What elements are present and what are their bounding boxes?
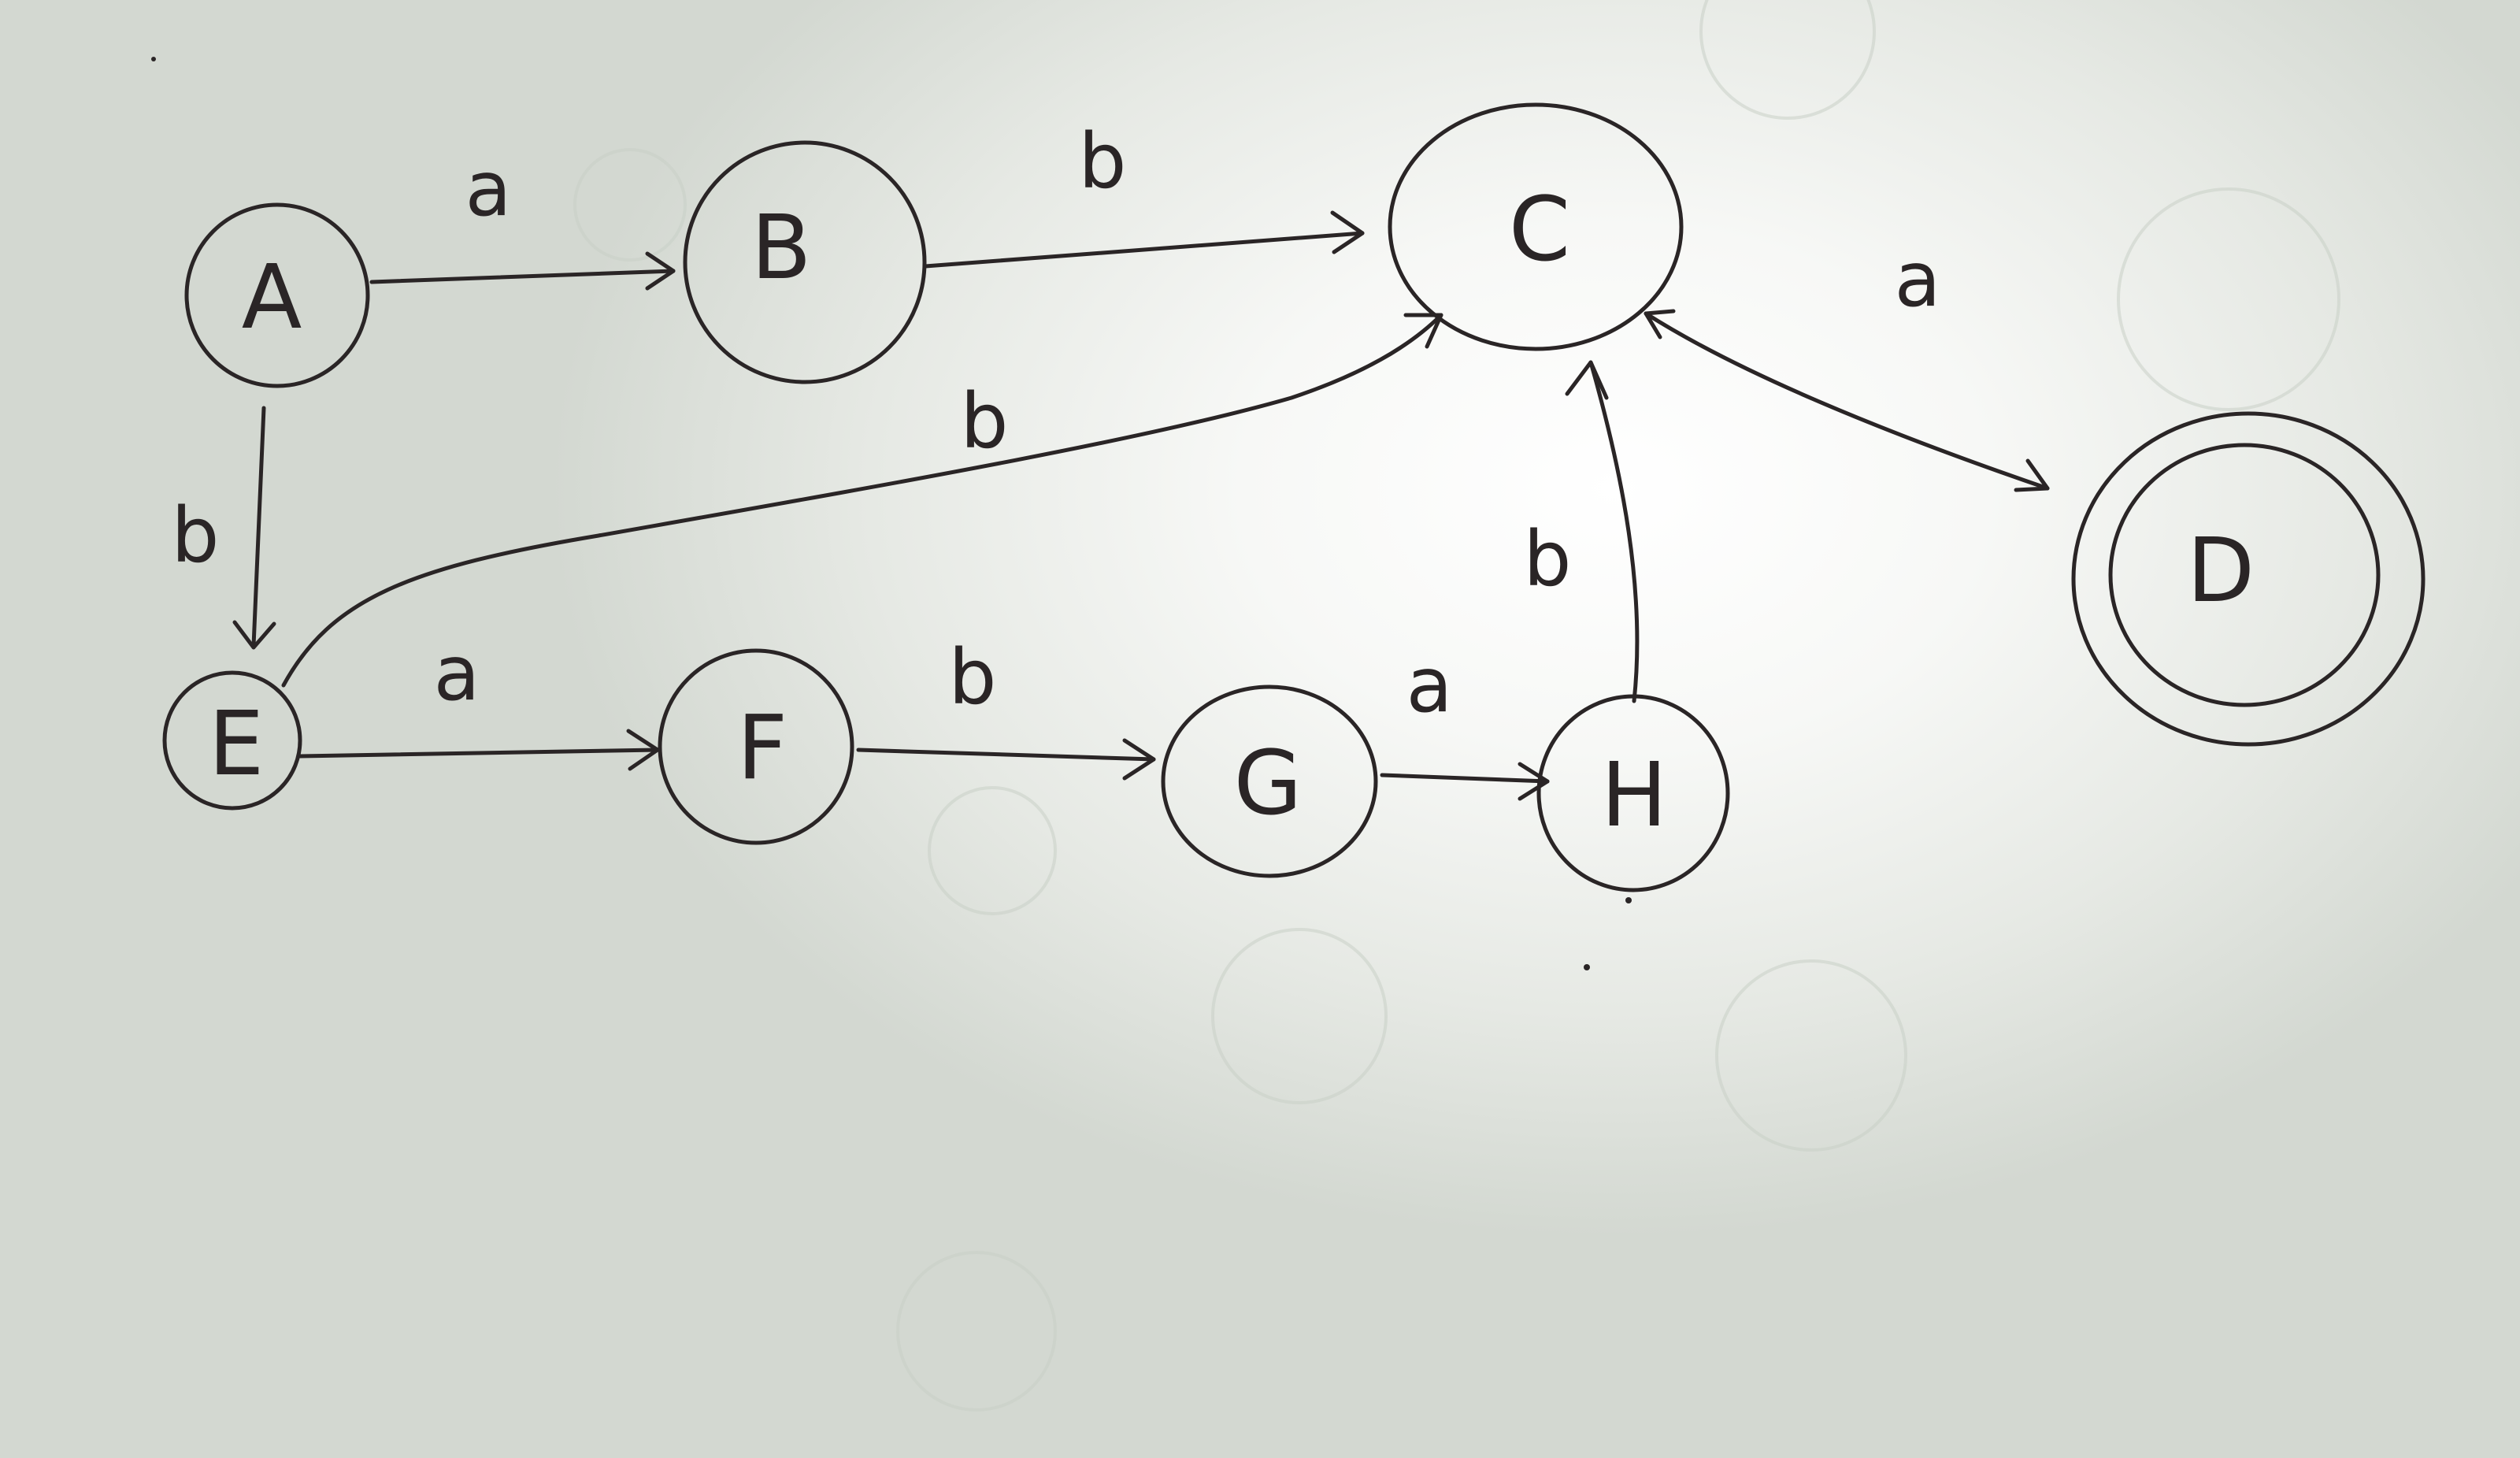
state-label: H — [1601, 744, 1667, 847]
bleed-through-marks — [573, 0, 2340, 1412]
state-label: B — [751, 197, 812, 299]
state-G: G — [1161, 684, 1378, 878]
edge-label-b: b — [949, 633, 997, 722]
state-label: G — [1234, 733, 1303, 835]
edge-E-C: b — [281, 313, 1443, 688]
edge-A-E: b — [172, 406, 276, 650]
edge-G-H: a — [1380, 641, 1550, 801]
state-label: F — [737, 697, 788, 799]
edge-B-C: b — [923, 117, 1365, 269]
edge-C-D: a — [1644, 236, 2050, 492]
edge-F-G: b — [856, 633, 1156, 781]
state-E: E — [162, 670, 302, 811]
edge-label-a: a — [1406, 641, 1453, 729]
edge-label-b: b — [172, 492, 220, 580]
state-label: E — [209, 693, 265, 796]
state-B: B — [683, 140, 927, 384]
state-F: F — [658, 648, 854, 845]
edge-H-C: b — [1524, 360, 1640, 703]
edge-label-a: a — [434, 629, 480, 718]
state-A: A — [184, 202, 370, 388]
state-C: C — [1388, 102, 1684, 351]
edge-A-B: a — [369, 145, 676, 291]
state-H: H — [1536, 694, 1730, 892]
edge-label-a: a — [1895, 236, 1941, 324]
state-D: D — [2071, 411, 2426, 747]
edge-E-F: a — [297, 629, 660, 771]
edge-label-b: b — [1079, 117, 1127, 206]
edge-label-b: b — [961, 377, 1009, 466]
edge-label-a: a — [465, 145, 512, 233]
edge-label-b: b — [1524, 515, 1572, 603]
state-label: D — [2187, 520, 2255, 622]
pen-dots — [151, 57, 1632, 970]
state-label: A — [242, 247, 302, 349]
state-label: C — [1509, 179, 1570, 281]
